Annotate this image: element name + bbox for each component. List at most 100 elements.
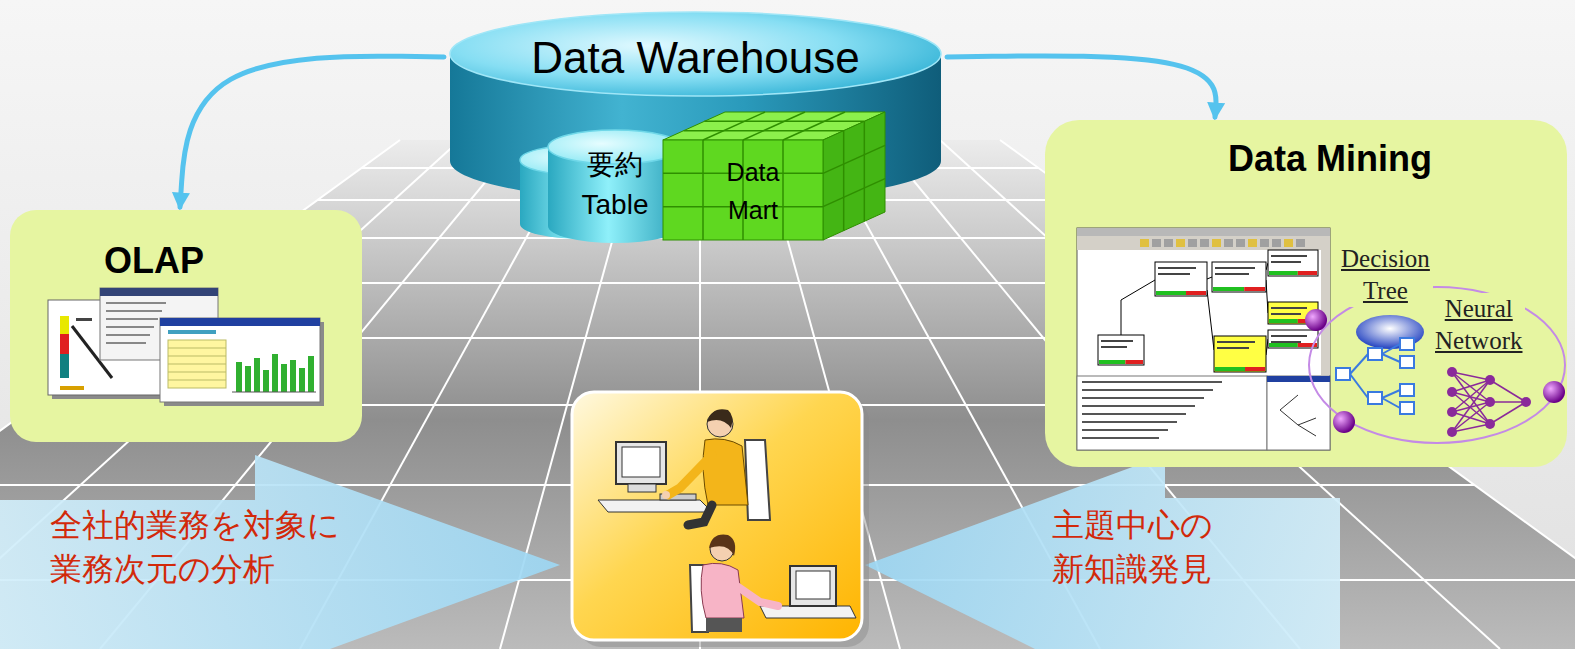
chart-bar <box>254 358 260 392</box>
store-title: Data Warehouse <box>448 32 943 84</box>
ring-sphere <box>1333 411 1355 433</box>
tree-icon-link <box>1382 344 1400 354</box>
cube-edge <box>864 121 866 221</box>
chart-bar <box>308 356 314 392</box>
net-neuron <box>1485 397 1495 407</box>
cube-edge <box>703 112 765 140</box>
tool-window <box>1077 228 1330 450</box>
net-link <box>1490 401 1526 403</box>
cube-stack <box>663 112 885 240</box>
tree-icon-box <box>1400 338 1414 350</box>
table-rule <box>168 348 226 349</box>
glow-blob <box>1356 315 1424 349</box>
method-label-holder: Neural Network <box>1432 293 1525 357</box>
table-rule <box>168 372 226 373</box>
woman-arm <box>728 580 778 606</box>
panel-ground <box>1045 120 1567 467</box>
ratio-bar <box>1269 319 1298 323</box>
tree-box <box>1268 250 1318 276</box>
text-line <box>60 386 84 390</box>
net-neuron <box>1485 375 1495 385</box>
cube-edge <box>783 112 845 140</box>
cube-edge <box>704 121 864 123</box>
cube-edge <box>823 145 885 173</box>
ring-sphere <box>1543 381 1565 403</box>
text-line <box>1271 255 1307 257</box>
tool-button <box>1212 239 1221 247</box>
ratio-bar <box>1269 343 1298 347</box>
report-screens <box>48 288 324 406</box>
tree-box <box>1268 330 1318 348</box>
table-rule <box>168 356 226 357</box>
screen <box>796 571 830 599</box>
mart-name: Data Mart <box>727 153 780 229</box>
chart-bar <box>263 370 269 392</box>
text-line <box>1082 413 1186 415</box>
tool-button <box>1260 239 1269 247</box>
legend-bar <box>60 334 69 354</box>
woman-hair <box>709 535 735 556</box>
text-line <box>1082 437 1159 439</box>
man-body <box>703 439 748 505</box>
tool-button <box>1224 239 1233 247</box>
text-line <box>1271 261 1301 263</box>
text-line <box>106 318 158 320</box>
tree-icon-link <box>1382 390 1400 398</box>
tree-link <box>1207 290 1214 350</box>
chart-bar <box>245 366 251 392</box>
panel-title: OLAP <box>104 240 204 282</box>
net-neuron <box>1447 387 1457 397</box>
text-line <box>106 342 146 344</box>
text-line <box>106 334 150 336</box>
method-label: Neural Network <box>1432 293 1525 357</box>
woman-skirt <box>706 618 742 632</box>
method-ring <box>1309 287 1565 443</box>
tool-button <box>1248 239 1257 247</box>
hand <box>662 491 670 499</box>
legend-bar <box>60 316 69 334</box>
tool-button <box>1152 239 1161 247</box>
method-label: Decision Tree <box>1338 243 1433 307</box>
text-line <box>1271 307 1307 309</box>
text-line <box>76 318 92 321</box>
text-line <box>106 302 166 304</box>
tree-icon-link <box>1350 374 1368 398</box>
tree-icon-box <box>1336 368 1350 380</box>
panel-title: Data Mining <box>1093 138 1567 180</box>
tree-box <box>1155 262 1207 296</box>
screen <box>622 447 660 477</box>
tree-box <box>1098 335 1144 365</box>
tool-button <box>1272 239 1281 247</box>
net-neuron <box>1447 427 1457 437</box>
cube-edge <box>702 140 704 240</box>
tool-button <box>1296 239 1305 247</box>
text-line <box>1101 346 1127 348</box>
monitor <box>790 566 836 606</box>
net-link <box>1452 380 1490 392</box>
result-pane <box>1077 376 1267 450</box>
people-illustration <box>598 409 856 632</box>
man-arm <box>668 455 712 495</box>
title-bar <box>100 288 218 296</box>
ratio-bar <box>1269 271 1298 275</box>
mining-illustration <box>1077 228 1565 450</box>
text-line <box>1271 313 1301 315</box>
ratio-bar <box>1156 291 1186 295</box>
tool-bar <box>1077 236 1330 250</box>
table-rule <box>168 380 226 381</box>
text-line <box>1082 429 1168 431</box>
text-line <box>1082 381 1222 383</box>
net-neuron <box>1447 407 1457 417</box>
tree-link <box>1298 425 1316 436</box>
big-arrow <box>865 455 1340 649</box>
flow-arrow <box>180 56 444 207</box>
chart-bar <box>281 364 287 392</box>
data-mart-cube: Data Mart <box>663 110 891 242</box>
monitor <box>616 442 666 484</box>
ring-sphere <box>1305 309 1327 331</box>
table-rule <box>168 364 226 365</box>
net-link <box>1490 402 1526 424</box>
panel-ground <box>10 210 362 442</box>
net-link <box>1452 402 1490 432</box>
